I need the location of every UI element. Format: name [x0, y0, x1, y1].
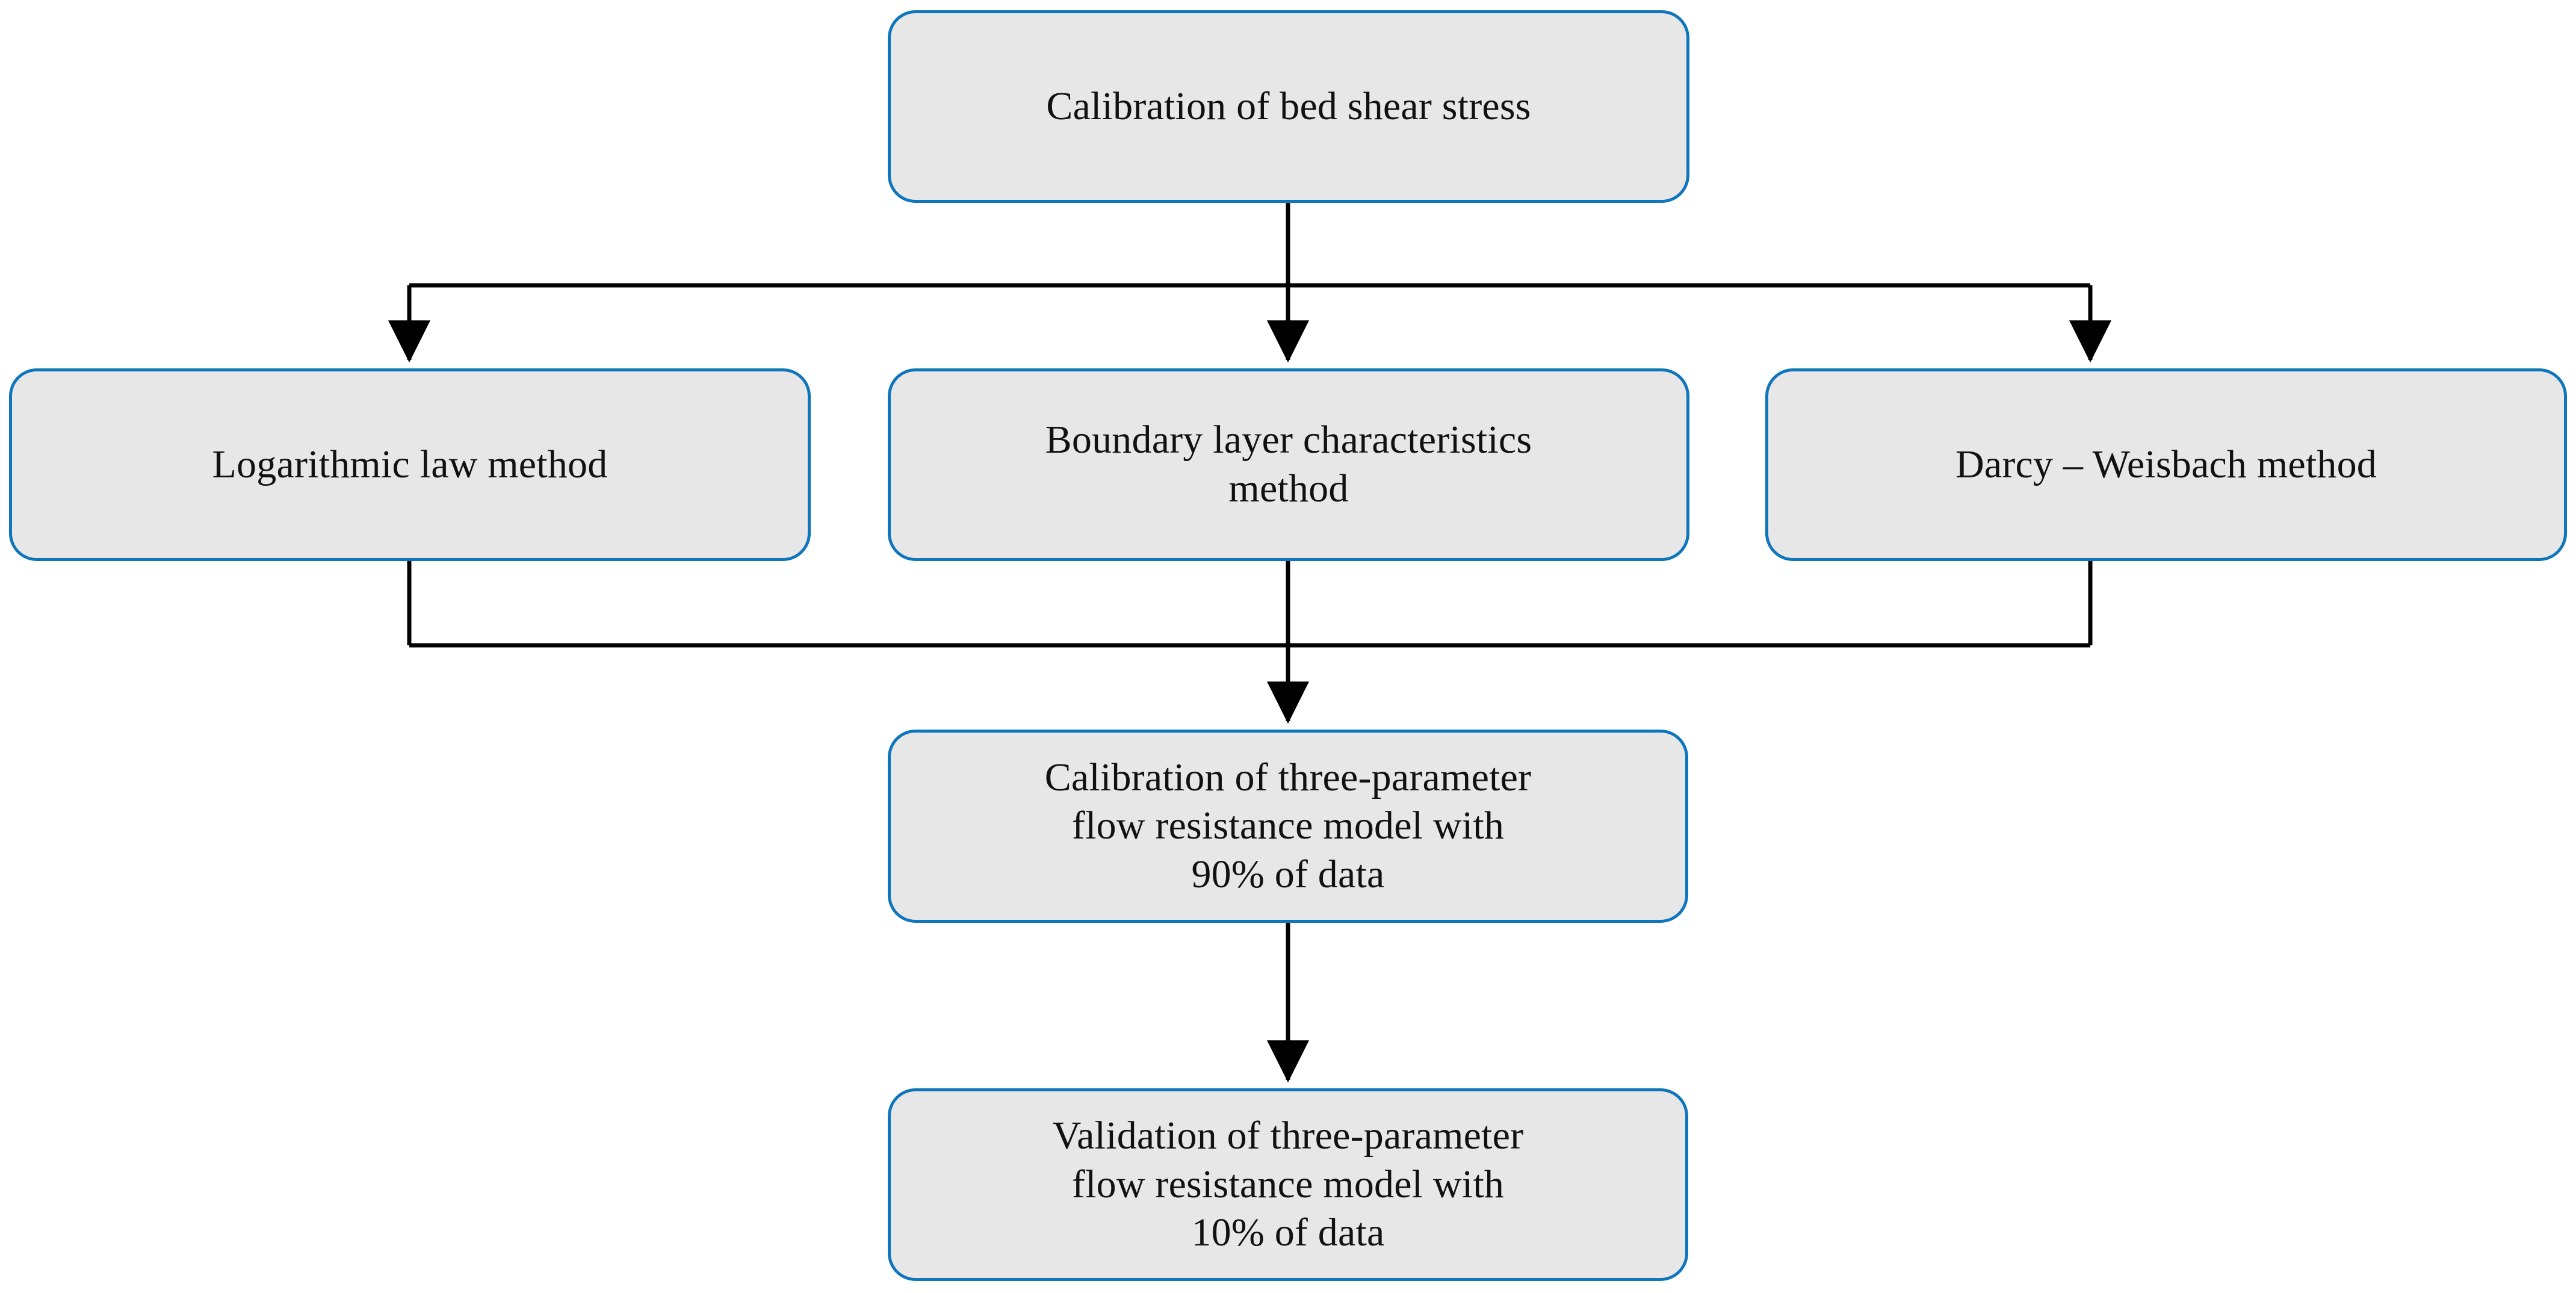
- node-logarithmic-law-method[interactable]: Logarithmic law method: [9, 368, 811, 561]
- node-boundary-layer-characteristics-method[interactable]: Boundary layer characteristics method: [888, 368, 1689, 561]
- node-darcy-weisbach-method[interactable]: Darcy – Weisbach method: [1765, 368, 2567, 561]
- node-label: Boundary layer characteristics method: [1045, 418, 1532, 510]
- node-calibration-of-bed-shear-stress[interactable]: Calibration of bed shear stress: [888, 10, 1689, 203]
- node-label: Validation of three-parameter flow resis…: [1052, 1114, 1524, 1255]
- node-label: Calibration of three-parameter flow resi…: [1044, 755, 1532, 896]
- node-validation-three-parameter-model[interactable]: Validation of three-parameter flow resis…: [888, 1088, 1688, 1281]
- node-label: Logarithmic law method: [212, 442, 608, 486]
- edge-root-to-branch-bus: [409, 203, 2090, 288]
- node-label: Darcy – Weisbach method: [1955, 442, 2377, 486]
- node-label: Calibration of bed shear stress: [1046, 84, 1531, 128]
- edge-methods-merge-bus: [407, 561, 2093, 648]
- node-calibration-three-parameter-model[interactable]: Calibration of three-parameter flow resi…: [888, 730, 1688, 923]
